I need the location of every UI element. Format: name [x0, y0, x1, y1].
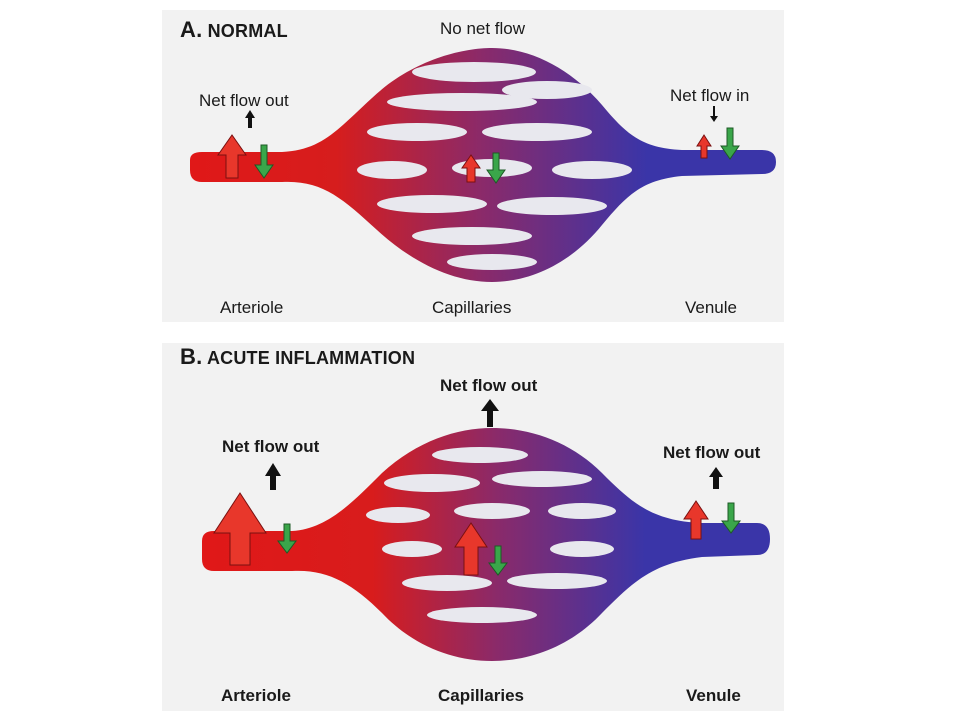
panel-normal: [162, 10, 784, 322]
inflow-arrow-venule-b: [721, 502, 741, 534]
arteriole-flow-label-a: Net flow out: [199, 91, 289, 110]
capillary-gaps-dilated: [366, 447, 616, 623]
arteriole-label-b: Arteriole: [221, 686, 291, 705]
outflow-arrow-venule: [696, 134, 712, 159]
outflow-arrow-capillary-large: [454, 522, 488, 576]
arteriole-label-a: Arteriole: [220, 298, 284, 317]
inflow-arrow-capillary-b: [488, 545, 508, 576]
venule-flow-label-b: Net flow out: [663, 443, 761, 462]
arteriole-arrows-b: [213, 463, 297, 566]
inflow-arrow-venule: [720, 127, 740, 160]
outflow-arrow-arteriole-large: [213, 492, 267, 566]
venule-flow-label-a: Net flow in: [670, 86, 750, 105]
outflow-arrow-venule-b: [683, 500, 709, 540]
inflammation-vessel-diagram: [202, 399, 770, 661]
net-in-arrow-venule: [710, 106, 718, 122]
capillary-flow-label-a: No net flow: [440, 19, 526, 38]
arteriole-arrows: [217, 110, 274, 179]
venule-label-b: Venule: [686, 686, 741, 705]
capillary-bed-dilated: [202, 428, 770, 661]
capillary-arrows: [461, 152, 506, 184]
normal-vessel-diagram: [190, 48, 776, 282]
outflow-arrow-arteriole: [217, 134, 247, 179]
venule-arrows-b: [683, 467, 741, 540]
inflow-arrow-arteriole-b: [277, 523, 297, 554]
inflow-arrow-arteriole: [254, 144, 274, 179]
inflow-arrow-capillary: [486, 152, 506, 184]
venule-arrows: [696, 106, 740, 160]
venule-label-a: Venule: [685, 298, 737, 317]
panel-acute-inflammation: [162, 343, 784, 711]
arteriole-flow-label-b: Net flow out: [222, 437, 320, 456]
outflow-arrow-capillary: [461, 154, 481, 183]
panel-b-heading: B. ACUTE INFLAMMATION: [180, 346, 415, 368]
net-out-arrow-capillary-b: [481, 399, 499, 427]
panel-a-title: NORMAL: [207, 21, 288, 41]
capillary-arrows-b: [454, 399, 508, 576]
capillary-flow-label-b: Net flow out: [440, 376, 538, 395]
capillary-gaps: [357, 62, 632, 270]
capillaries-label-b: Capillaries: [438, 686, 524, 705]
net-out-arrow-venule-b: [709, 467, 723, 489]
panel-a-letter: A.: [180, 17, 203, 42]
panel-b-letter: B.: [180, 344, 203, 369]
panel-a-heading: A. NORMAL: [180, 19, 288, 41]
net-out-arrow-arteriole: [245, 110, 255, 128]
panel-b-title: ACUTE INFLAMMATION: [206, 348, 416, 368]
capillaries-label-a: Capillaries: [432, 298, 512, 317]
net-out-arrow-arteriole-b: [265, 463, 281, 490]
